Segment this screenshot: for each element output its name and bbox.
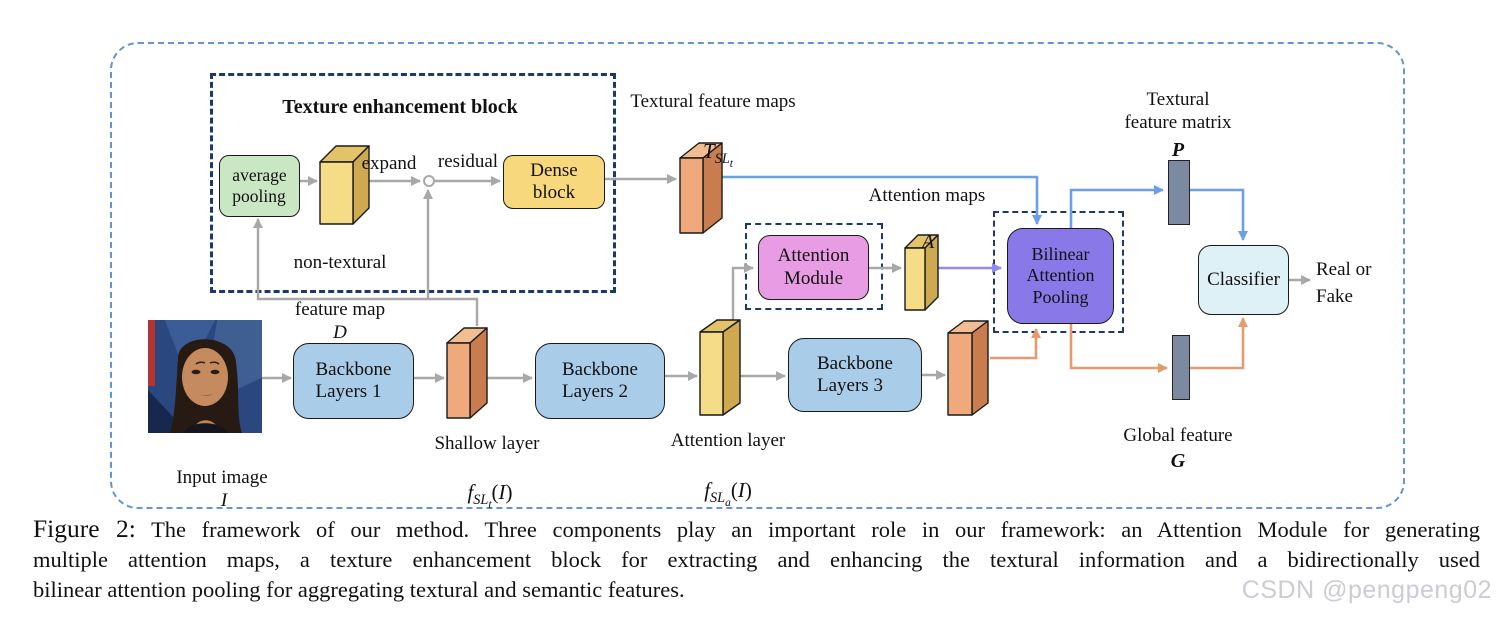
bilinear-attention-pooling-box: Bilinear Attention Pooling: [1007, 228, 1114, 324]
attention-maps-label: Attention maps: [868, 185, 986, 206]
attention-maps-var: A: [921, 231, 935, 254]
orange-arrows: [990, 317, 1248, 373]
textural-feature-matrix-var: P: [1171, 139, 1185, 161]
blue-arrows: [722, 175, 1248, 241]
textural-feature-maps-label: Textural feature maps: [630, 91, 796, 112]
input-image-label: Input image I: [176, 467, 268, 512]
backbone-layers-3-box: Backbone Layers 3: [788, 338, 922, 412]
arrow-textural-to-bap: [722, 175, 1042, 225]
expand-label: expand: [361, 153, 417, 174]
figure-caption: Figure 2: The framework of our method. T…: [33, 514, 1480, 605]
arrow-bap-to-gfeature: [1069, 322, 1168, 373]
attention-module-box: Attention Module: [758, 235, 869, 300]
arrow-bap-to-pmatrix: [1069, 185, 1164, 228]
semantic-feature-slab: [947, 320, 989, 416]
textural-feature-maps-slab: [679, 142, 723, 234]
f-sla-math: fSLa(I): [704, 477, 752, 509]
textural-feature-matrix-bar: [1168, 160, 1190, 225]
residual-subtract-junction: [423, 175, 435, 187]
f-slt-math: fSLt(I): [467, 479, 513, 511]
texture-enhancement-block-title: Texture enhancement block: [282, 96, 518, 118]
arrow-shallow-feedback: [253, 218, 479, 326]
nontextural-slab: [319, 145, 370, 225]
residual-label: residual: [437, 151, 499, 172]
arrow-attnlayer-to-module: [731, 263, 754, 324]
arrow-gfeature-to-classifier: [1188, 317, 1248, 370]
shallow-layer-slab: [446, 327, 488, 419]
caption-line-2: multiple attention maps, a texture enhan…: [33, 547, 1480, 572]
global-feature-var: G: [1170, 450, 1186, 472]
arrow-semantic-to-bap: [990, 328, 1041, 360]
global-feature-bar: [1172, 335, 1190, 400]
attention-layer-slab: [699, 319, 741, 416]
attention-layer-label: Attention layer: [670, 430, 786, 451]
nontextural-line1: non-textural: [293, 252, 387, 274]
arrow-pmatrix-to-classifier: [1188, 188, 1248, 241]
backbone-layers-1-box: Backbone Layers 1: [293, 343, 414, 419]
nontextural-line2: feature map D: [294, 298, 386, 343]
classifier-box: Classifier: [1198, 245, 1289, 315]
shallow-layer-label: Shallow layer: [434, 433, 540, 454]
real-or-fake-label: Real or Fake: [1316, 259, 1372, 307]
backbone-layers-2-box: Backbone Layers 2: [535, 343, 665, 419]
caption-line-3: bilinear attention pooling for aggregati…: [33, 577, 685, 602]
outer-dashed-border: [110, 42, 1405, 509]
texture-enhancement-block-border: [210, 73, 616, 293]
input-image-photo: [148, 320, 262, 433]
caption-line-1: Figure 2: The framework of our method. T…: [33, 514, 1481, 543]
global-feature-label: Global feature: [1123, 425, 1233, 446]
nontextural-var: D: [333, 321, 347, 343]
attention-maps-slab: [904, 234, 939, 311]
caption-figure-number: Figure 2:: [33, 514, 136, 543]
nontextural-label: non-textural feature map D: [294, 228, 387, 367]
input-image-var: I: [220, 490, 228, 512]
csdn-watermark: CSDN @pengpeng02: [1241, 576, 1492, 604]
t-slt-math: TSLt: [703, 138, 733, 170]
dense-block-box: Dense block: [503, 155, 605, 209]
textural-feature-matrix-label: Textural feature matrix: [1124, 89, 1232, 134]
average-pooling-box: average pooling: [219, 155, 300, 217]
